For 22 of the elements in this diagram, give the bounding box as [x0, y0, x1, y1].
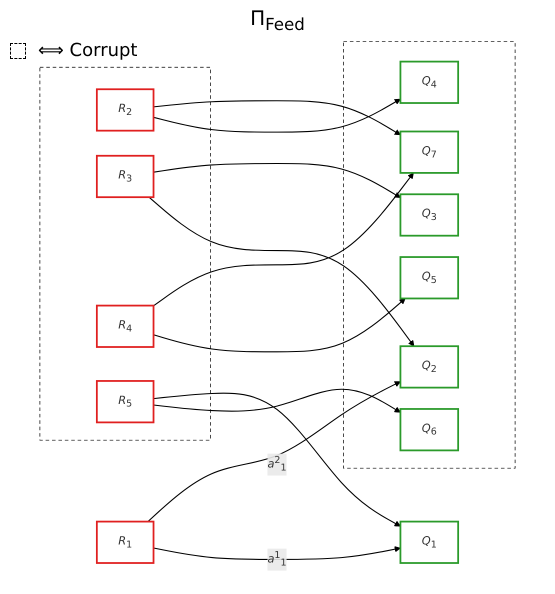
node-box: R$_{2}$ [96, 88, 154, 132]
node-box: Q$_{1}$ [400, 520, 460, 564]
arrow [148, 196, 414, 346]
node-box: Q$_{5}$ [400, 256, 460, 300]
legend-text: ⟺ Corrupt [38, 40, 138, 61]
diagram-title: Π$_{Feed}$ [249, 6, 306, 34]
node-box: Q$_{4}$ [400, 60, 460, 104]
cluster [343, 41, 516, 469]
arrow [153, 546, 401, 560]
node-box: R$_{5}$ [96, 380, 154, 424]
node-box: Q$_{3}$ [400, 193, 460, 237]
node-box: Q$_{2}$ [400, 345, 460, 388]
cluster [40, 66, 211, 441]
node-box: R$_{3}$ [96, 154, 154, 198]
node-box: Q$_{7}$ [400, 130, 460, 174]
node-box: R$_{4}$ [96, 304, 154, 348]
node-box: R$_{1}$ [96, 520, 154, 564]
arrow [153, 162, 401, 198]
arrow [153, 172, 414, 306]
arrow [153, 298, 406, 352]
arrow [153, 388, 401, 413]
node-box: Q$_{6}$ [400, 408, 460, 452]
